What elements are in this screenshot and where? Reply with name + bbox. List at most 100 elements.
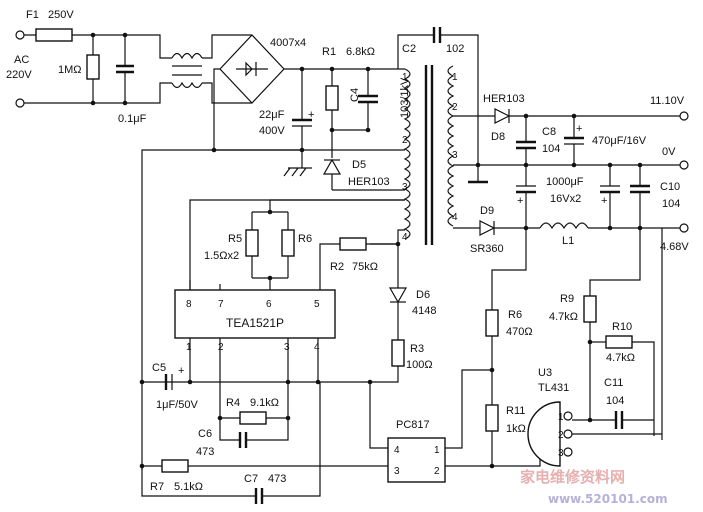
svg-text:6.8kΩ: 6.8kΩ bbox=[346, 46, 375, 58]
svg-text:470μF/16V: 470μF/16V bbox=[592, 135, 647, 147]
svg-text:7: 7 bbox=[218, 299, 224, 310]
svg-text:3: 3 bbox=[558, 448, 564, 459]
svg-text:473: 473 bbox=[196, 446, 214, 458]
capacitor-c11: C11 104 bbox=[590, 377, 654, 429]
svg-text:4: 4 bbox=[394, 445, 400, 456]
svg-text:+: + bbox=[178, 365, 184, 377]
svg-text:100Ω: 100Ω bbox=[406, 359, 433, 371]
resistor-r11: R11 1kΩ bbox=[485, 404, 526, 435]
resistor-1m bbox=[86, 54, 100, 80]
svg-text:R4: R4 bbox=[226, 397, 240, 409]
tl431-u3: U3 TL431 1 2 3 bbox=[527, 367, 573, 467]
cap-0-1uf-label: 0.1μF bbox=[118, 113, 147, 125]
svg-text:R1: R1 bbox=[322, 46, 336, 58]
svg-text:+: + bbox=[308, 109, 314, 121]
svg-text:D6: D6 bbox=[416, 289, 430, 301]
resistor-r7: R7 5.1kΩ bbox=[142, 459, 388, 493]
svg-text:C7: C7 bbox=[244, 473, 258, 485]
output-0v-label: 0V bbox=[662, 146, 676, 158]
svg-text:4007x4: 4007x4 bbox=[270, 37, 306, 49]
diode-d6: D6 4148 bbox=[388, 244, 436, 340]
svg-text:3: 3 bbox=[452, 150, 458, 161]
diode-d8: HER103 D8 bbox=[483, 93, 525, 143]
svg-text:TL431: TL431 bbox=[538, 382, 569, 394]
bridge-rectifier: 4007x4 bbox=[213, 34, 306, 150]
svg-text:www.520101.com: www.520101.com bbox=[548, 492, 668, 506]
svg-text:D9: D9 bbox=[480, 205, 494, 217]
svg-text:4.7kΩ: 4.7kΩ bbox=[606, 352, 635, 364]
svg-text:1: 1 bbox=[186, 342, 192, 353]
svg-text:3: 3 bbox=[394, 466, 400, 477]
svg-text:家电维修资料网: 家电维修资料网 bbox=[520, 468, 625, 486]
svg-text:104: 104 bbox=[542, 143, 560, 155]
svg-text:R5: R5 bbox=[228, 233, 242, 245]
resistor-r10: R10 4.7kΩ bbox=[590, 321, 655, 436]
svg-text:75kΩ: 75kΩ bbox=[352, 261, 378, 273]
svg-text:TEA1521P: TEA1521P bbox=[226, 316, 284, 330]
resistor-r6-feedback: R6 470Ω bbox=[485, 309, 533, 338]
svg-text:C8: C8 bbox=[542, 126, 556, 138]
svg-text:U3: U3 bbox=[538, 367, 552, 379]
capacitor-c6: C6 473 bbox=[196, 418, 289, 458]
svg-text:L1: L1 bbox=[562, 235, 574, 247]
svg-text:4.7kΩ: 4.7kΩ bbox=[549, 311, 578, 323]
resistor-1m-label: 1MΩ bbox=[58, 64, 82, 76]
svg-text:R7: R7 bbox=[150, 481, 164, 493]
svg-text:1: 1 bbox=[402, 72, 408, 83]
svg-text:2: 2 bbox=[558, 430, 564, 441]
svg-text:22μF: 22μF bbox=[259, 109, 285, 121]
capacitor-c8: C8 104 bbox=[516, 116, 560, 165]
svg-text:16Vx2: 16Vx2 bbox=[550, 193, 581, 205]
svg-text:5: 5 bbox=[314, 299, 320, 310]
watermark: 家电维修资料网 www.520101.com bbox=[520, 468, 668, 506]
diode-d9: D9 SR360 bbox=[470, 205, 504, 255]
svg-text:4148: 4148 bbox=[412, 305, 436, 317]
svg-text:470Ω: 470Ω bbox=[506, 326, 533, 338]
svg-text:HER103: HER103 bbox=[483, 93, 525, 105]
ic-tea1521p: TEA1521P 8 7 6 5 1 2 3 4 bbox=[174, 289, 336, 353]
svg-text:2: 2 bbox=[452, 102, 458, 113]
ac-terminal-top bbox=[15, 30, 25, 40]
svg-text:+: + bbox=[576, 123, 582, 135]
fuse-body bbox=[35, 28, 73, 42]
resistor-r4: R4 9.1kΩ bbox=[220, 382, 289, 425]
capacitor-1000uf-pair: + + 1000μF 16Vx2 bbox=[516, 165, 620, 228]
svg-text:+: + bbox=[517, 195, 523, 207]
svg-text:F1: F1 bbox=[26, 9, 39, 21]
svg-text:1.5Ωx2: 1.5Ωx2 bbox=[204, 250, 239, 262]
svg-text:6: 6 bbox=[266, 299, 272, 310]
svg-text:1kΩ: 1kΩ bbox=[506, 423, 526, 435]
resistor-r1: R1 6.8kΩ bbox=[322, 46, 375, 130]
svg-text:D8: D8 bbox=[491, 131, 505, 143]
svg-text:2: 2 bbox=[402, 135, 408, 146]
ac-input: AC 220V bbox=[6, 30, 32, 108]
svg-text:1: 1 bbox=[558, 412, 564, 423]
output-terminal-0v bbox=[679, 160, 689, 170]
ac-voltage-label: 220V bbox=[6, 69, 32, 81]
svg-text:C10: C10 bbox=[660, 181, 680, 193]
svg-text:4: 4 bbox=[452, 212, 458, 223]
capacitor-c10: C10 104 bbox=[630, 165, 680, 228]
transformer: 1 2 3 4 1 2 3 4 bbox=[402, 65, 458, 245]
svg-text:HER103: HER103 bbox=[348, 176, 390, 188]
svg-text:+: + bbox=[601, 195, 607, 207]
svg-text:C6: C6 bbox=[198, 428, 212, 440]
svg-text:1: 1 bbox=[452, 72, 458, 83]
svg-text:2: 2 bbox=[434, 466, 440, 477]
svg-text:4: 4 bbox=[314, 342, 320, 353]
svg-text:R2: R2 bbox=[330, 261, 344, 273]
svg-text:D5: D5 bbox=[352, 159, 366, 171]
resistor-r9: R9 4.7kΩ bbox=[549, 293, 597, 323]
svg-text:473: 473 bbox=[268, 473, 286, 485]
svg-text:3: 3 bbox=[284, 342, 290, 353]
svg-text:R9: R9 bbox=[560, 293, 574, 305]
capacitor-c2: C2 102 bbox=[397, 27, 479, 165]
capacitor-22uf: + 22μF 400V bbox=[259, 69, 314, 177]
capacitor-470uf: + 470μF/16V bbox=[564, 116, 647, 165]
resistor-r2: R2 75kΩ bbox=[319, 237, 398, 290]
svg-text:R6: R6 bbox=[508, 309, 522, 321]
svg-text:R11: R11 bbox=[506, 405, 525, 417]
svg-text:R6: R6 bbox=[298, 233, 312, 245]
svg-text:9.1kΩ: 9.1kΩ bbox=[250, 397, 279, 409]
